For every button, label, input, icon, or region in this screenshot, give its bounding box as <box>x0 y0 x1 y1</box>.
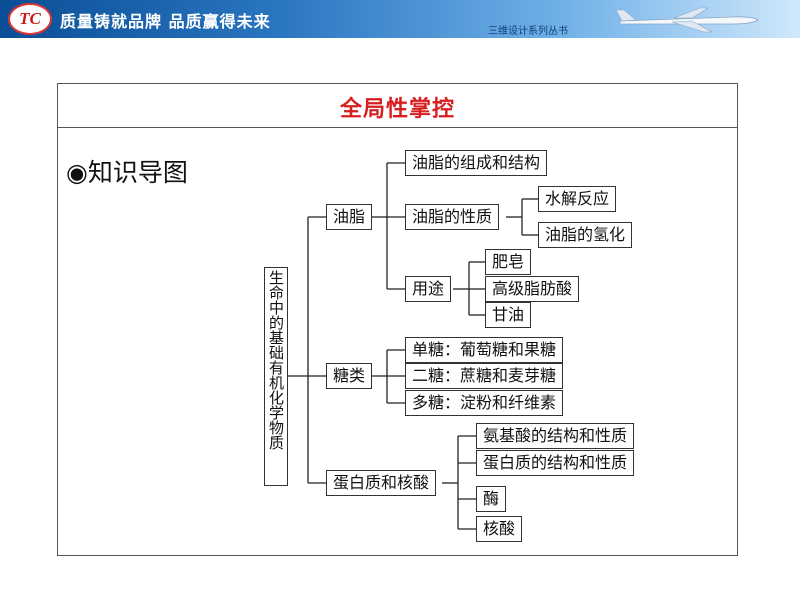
node-hydrolysis: 水解反应 <box>538 186 617 212</box>
node-fat: 油脂 <box>326 204 373 230</box>
node-nucleic-acid: 核酸 <box>476 516 523 542</box>
node-protein-nucleic: 蛋白质和核酸 <box>326 470 437 496</box>
node-enzyme: 酶 <box>476 486 507 512</box>
root-node-label: 生命中的基础有机化学物质 <box>267 270 285 450</box>
node-polysaccharide: 多糖：淀粉和纤维素 <box>405 390 564 416</box>
node-soap: 肥皂 <box>485 249 532 275</box>
node-fatty-acid: 高级脂肪酸 <box>485 276 580 302</box>
node-protein-structure: 蛋白质的结构和性质 <box>476 450 635 476</box>
node-fat-composition: 油脂的组成和结构 <box>405 150 548 176</box>
header-slogan: 质量铸就品牌 品质赢得未来 <box>60 12 271 31</box>
node-monosaccharide: 单糖：葡萄糖和果糖 <box>405 337 564 363</box>
node-fat-properties: 油脂的性质 <box>405 204 500 230</box>
node-fat-uses: 用途 <box>405 276 452 302</box>
node-disaccharide: 二糖：蔗糖和麦芽糖 <box>405 363 564 389</box>
node-amino-acid: 氨基酸的结构和性质 <box>476 423 635 449</box>
series-label: 三维设计系列丛书 <box>488 26 568 37</box>
panel-title: 全局性掌控 <box>339 97 455 122</box>
node-sugar: 糖类 <box>326 363 373 389</box>
panel-title-bar: 全局性掌控 <box>57 83 738 128</box>
root-node: 生命中的基础有机化学物质 <box>264 267 288 486</box>
airplane-icon <box>615 7 759 33</box>
section-heading: ◉知识导图 <box>66 158 188 187</box>
logo-text: TC <box>19 9 41 28</box>
node-hydrogenation: 油脂的氢化 <box>538 222 633 248</box>
node-glycerol: 甘油 <box>485 302 532 328</box>
publisher-logo: TC <box>8 3 52 35</box>
